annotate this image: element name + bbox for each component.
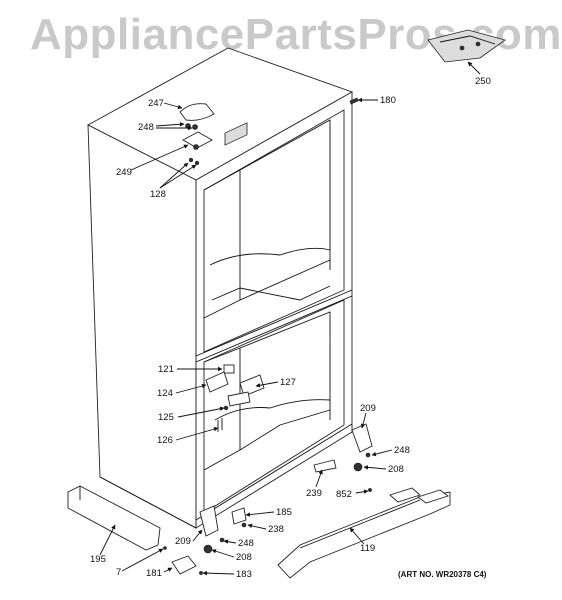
lower-left-hinge (171, 505, 247, 575)
roller-208-right (353, 462, 363, 472)
part-238 (241, 522, 247, 528)
art-number: (ART NO. WR20378 C4) (398, 570, 487, 579)
hinge-cover-247 (179, 103, 215, 121)
callout-119: 119 (360, 543, 375, 554)
part-185 (231, 507, 247, 525)
callout-247: 247 (148, 98, 164, 109)
part-121 (223, 364, 235, 374)
callout-127: 127 (280, 377, 296, 388)
top-hinge-assembly (179, 103, 215, 166)
part-181 (171, 555, 197, 575)
callout-124: 124 (157, 388, 173, 399)
callout-248-top: 248 (138, 122, 154, 133)
callout-labels: 247 248 249 128 180 250 121 124 127 125 … (90, 76, 491, 580)
part-195 (67, 485, 167, 551)
part-124 (205, 371, 229, 393)
callout-195: 195 (90, 554, 106, 565)
part-127 (239, 374, 265, 397)
screw-128b (194, 160, 200, 166)
roller-208-left (203, 544, 213, 554)
hinge-249 (182, 131, 213, 149)
callout-248-left: 248 (238, 538, 254, 549)
part-239 (313, 459, 337, 473)
screw-248b (192, 124, 198, 130)
callout-238: 238 (268, 524, 284, 535)
part-250 (427, 29, 506, 63)
screw-852 (368, 488, 372, 492)
cabinet-left-side (87, 124, 197, 529)
callout-181: 181 (146, 568, 162, 579)
screw-128a (188, 157, 194, 163)
screw-125 (223, 405, 229, 411)
screw-248-left (219, 537, 225, 543)
callout-209-right: 209 (360, 403, 376, 414)
callout-183: 183 (236, 569, 252, 580)
callout-209-left: 209 (175, 536, 191, 547)
callout-239: 239 (306, 488, 322, 499)
callout-128: 128 (150, 189, 166, 200)
callout-250: 250 (475, 76, 491, 87)
leader-lines (99, 61, 481, 576)
callout-185: 185 (276, 507, 292, 518)
lower-right-hinge (313, 423, 373, 492)
callout-126: 126 (157, 435, 173, 446)
hinge-209-left (199, 505, 219, 537)
callout-248-right: 248 (394, 445, 410, 456)
callout-7: 7 (116, 567, 121, 578)
callout-249: 249 (116, 167, 132, 178)
callout-121: 121 (158, 364, 174, 375)
callout-180: 180 (380, 95, 396, 106)
screw-7 (163, 546, 167, 550)
hinge-209-right (351, 423, 373, 453)
callout-208-right: 208 (388, 464, 404, 475)
callout-208-left: 208 (236, 552, 252, 563)
callout-125: 125 (158, 412, 174, 423)
callout-852: 852 (336, 489, 352, 500)
screw-183 (199, 571, 203, 575)
mullion-hinge-parts (205, 364, 265, 432)
screw-248-right (365, 452, 371, 458)
cabinet (87, 47, 354, 529)
control-panel (224, 122, 248, 146)
toe-grille-119 (277, 487, 451, 579)
